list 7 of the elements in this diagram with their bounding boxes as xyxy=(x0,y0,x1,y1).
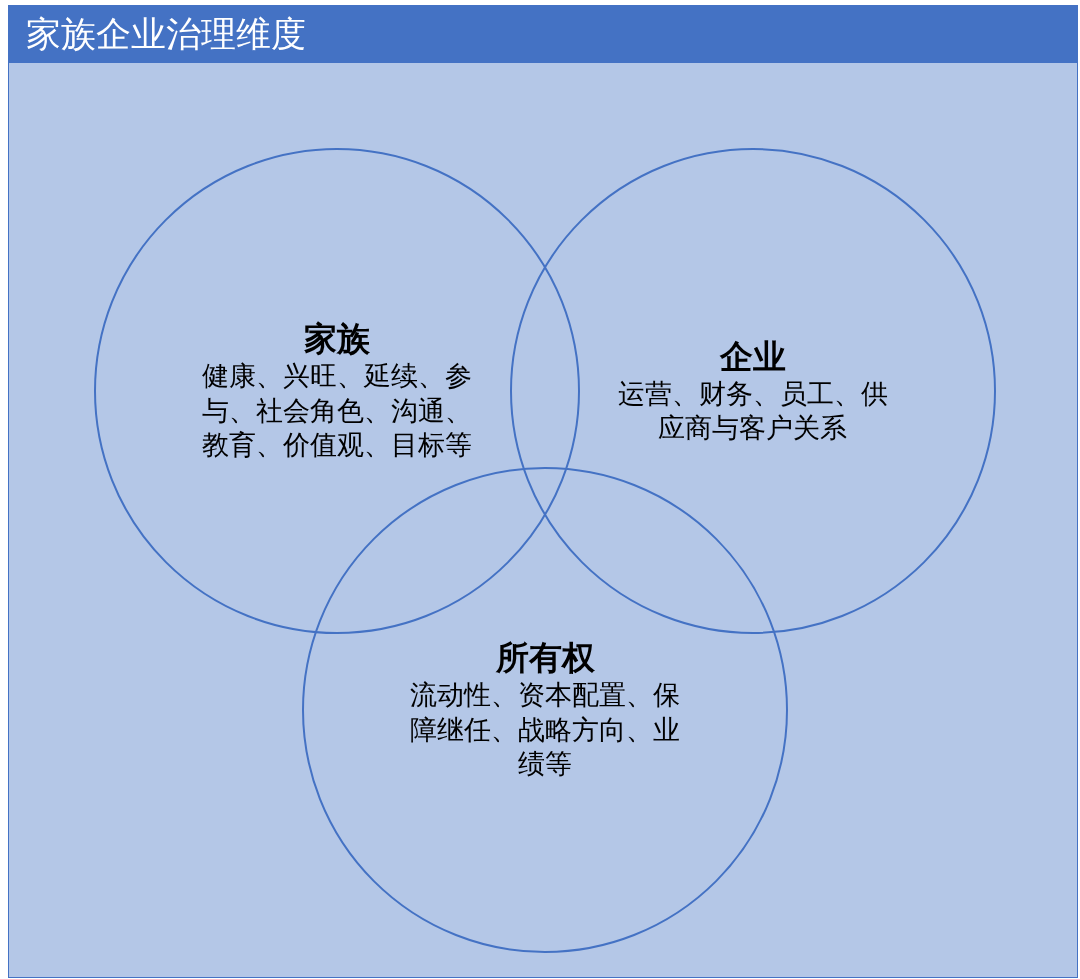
circle-description: 流动性、资本配置、保障继任、战略方向、业绩等 xyxy=(409,678,681,782)
diagram-title: 家族企业治理维度 xyxy=(8,5,1078,63)
circle-description: 健康、兴旺、延续、参与、社会角色、沟通、教育、价值观、目标等 xyxy=(201,359,473,463)
circle-description: 运营、财务、员工、供应商与客户关系 xyxy=(617,376,889,445)
circle-heading: 家族 xyxy=(304,319,370,360)
circle-heading: 所有权 xyxy=(495,638,595,679)
circle-heading: 企业 xyxy=(720,336,786,377)
